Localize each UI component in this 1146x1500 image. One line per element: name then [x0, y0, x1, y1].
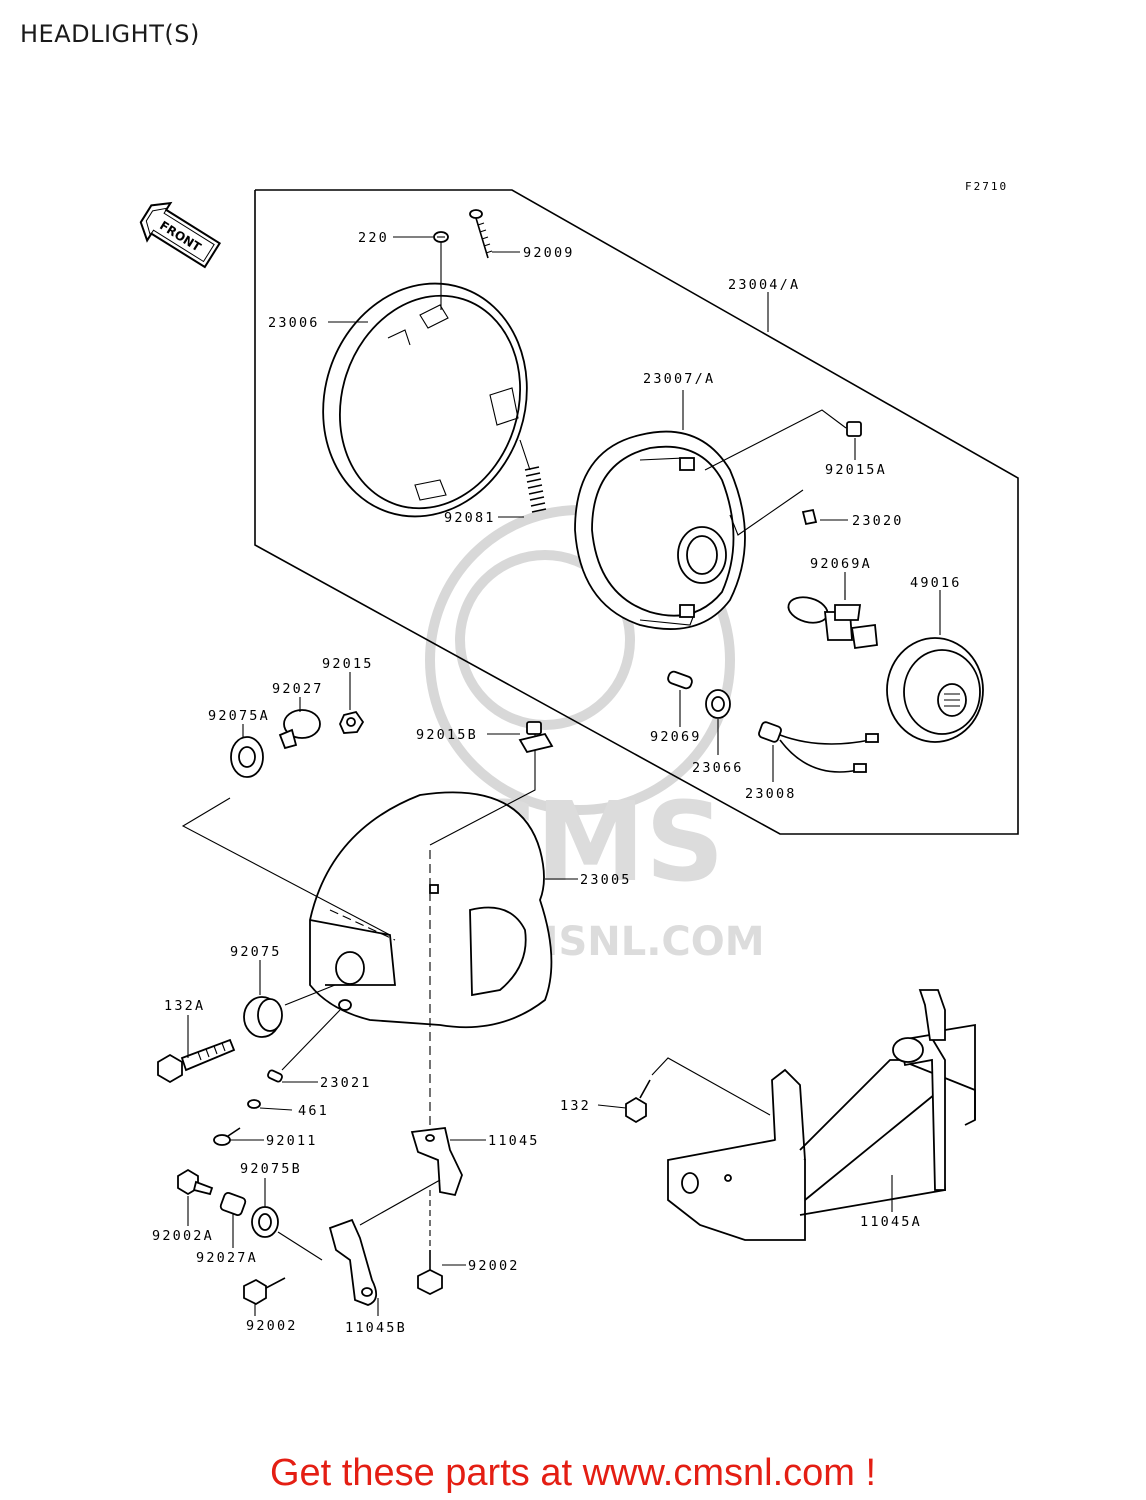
callout-92069A: 92069A [810, 556, 872, 572]
rim-ring-23006 [322, 282, 528, 518]
nut-92015B [518, 721, 554, 754]
parts-diagram: CMS WWW.CMSNL.COM F2710 FRONT [139, 180, 1019, 1336]
clip-23020 [801, 508, 818, 526]
assembly-outline [254, 189, 1019, 835]
callout-92081: 92081 [444, 510, 496, 526]
callout-132: 132 [560, 1098, 591, 1114]
callout-23006: 23006 [268, 315, 320, 331]
callout-92002A: 92002A [152, 1228, 214, 1244]
bulb-92069A [787, 590, 878, 650]
callout-49016: 49016 [910, 575, 962, 591]
callout-92069: 92069 [650, 729, 702, 745]
grommet-92075A [230, 736, 264, 778]
callout-92027A: 92027A [196, 1250, 258, 1266]
callout-23066: 23066 [692, 760, 744, 776]
collar-92027A [219, 1192, 247, 1216]
collar-92027 [278, 709, 321, 750]
callout-92002-center: 92002 [468, 1258, 520, 1274]
callout-92002-left: 92002 [246, 1318, 298, 1334]
bolt-92002A [177, 1168, 214, 1196]
bolt-132 [625, 1079, 651, 1124]
nut-92015 [339, 710, 365, 734]
callout-11045B: 11045B [345, 1320, 407, 1336]
callout-92015B: 92015B [416, 727, 478, 743]
leader-lines [187, 236, 941, 1316]
case-23005 [309, 791, 553, 1029]
callout-92075A: 92075A [208, 708, 270, 724]
callout-92011: 92011 [266, 1133, 318, 1149]
callout-23004A: 23004/A [728, 277, 800, 293]
grommet-23066 [705, 689, 731, 719]
callout-220: 220 [358, 230, 389, 246]
grommet-92075 [243, 996, 283, 1038]
callout-132A: 132A [164, 998, 205, 1014]
callout-23005: 23005 [580, 872, 632, 888]
cover-49016 [886, 637, 984, 743]
callout-23008: 23008 [745, 786, 797, 802]
screw-92011 [213, 1127, 241, 1146]
bracket-11045 [410, 1127, 463, 1197]
screw-92009 [469, 209, 493, 259]
leader-92075A-case [181, 797, 391, 936]
callout-labels: 220 92009 23006 23004/A 23007/A 92015A 9… [152, 230, 962, 1336]
front-arrow-icon: FRONT [139, 201, 222, 269]
nut-92015A [846, 421, 862, 437]
callout-23020: 23020 [852, 513, 904, 529]
callout-461: 461 [298, 1103, 329, 1119]
bolt-132A [157, 1038, 236, 1084]
grommet-92075B [251, 1206, 279, 1238]
leader-132-bracket [651, 1057, 771, 1116]
leader-92015A-assembly [704, 409, 847, 471]
screw-220 [433, 231, 449, 243]
spring-92081 [519, 439, 547, 513]
callout-23007A: 23007/A [643, 371, 715, 387]
bulb-92069 [667, 670, 693, 690]
figure-code: F2710 [965, 180, 1008, 193]
bolt-92002-left [243, 1277, 286, 1306]
bracket-11045B [328, 1218, 378, 1306]
callout-92075B: 92075B [240, 1161, 302, 1177]
leader-23021-case [281, 1009, 341, 1071]
stay-11045A [667, 989, 976, 1241]
leader-92075B-11045B [277, 1231, 323, 1261]
callout-11045: 11045 [488, 1133, 540, 1149]
part-461 [247, 1099, 261, 1109]
promo-footer-link[interactable]: Get these parts at www.cmsnl.com ! [269, 1452, 877, 1494]
dash-92075A-case [329, 909, 396, 941]
leader-11045-bracket11045B [359, 1179, 441, 1226]
callout-92075: 92075 [230, 944, 282, 960]
callout-11045A: 11045A [860, 1214, 922, 1230]
callout-92015A: 92015A [825, 462, 887, 478]
page-title: HEADLIGHT(S) [20, 20, 200, 48]
leader-23020-assembly [729, 489, 804, 536]
callout-23021: 23021 [320, 1075, 372, 1091]
callout-92009: 92009 [523, 245, 575, 261]
socket-23008 [758, 721, 879, 773]
bolt-92002-center [417, 1250, 443, 1296]
callout-92015: 92015 [322, 656, 374, 672]
lens-unit-23007A [574, 430, 746, 630]
leader-92075-case [284, 984, 336, 1006]
callout-92027: 92027 [272, 681, 324, 697]
clip-23021 [267, 1069, 283, 1083]
